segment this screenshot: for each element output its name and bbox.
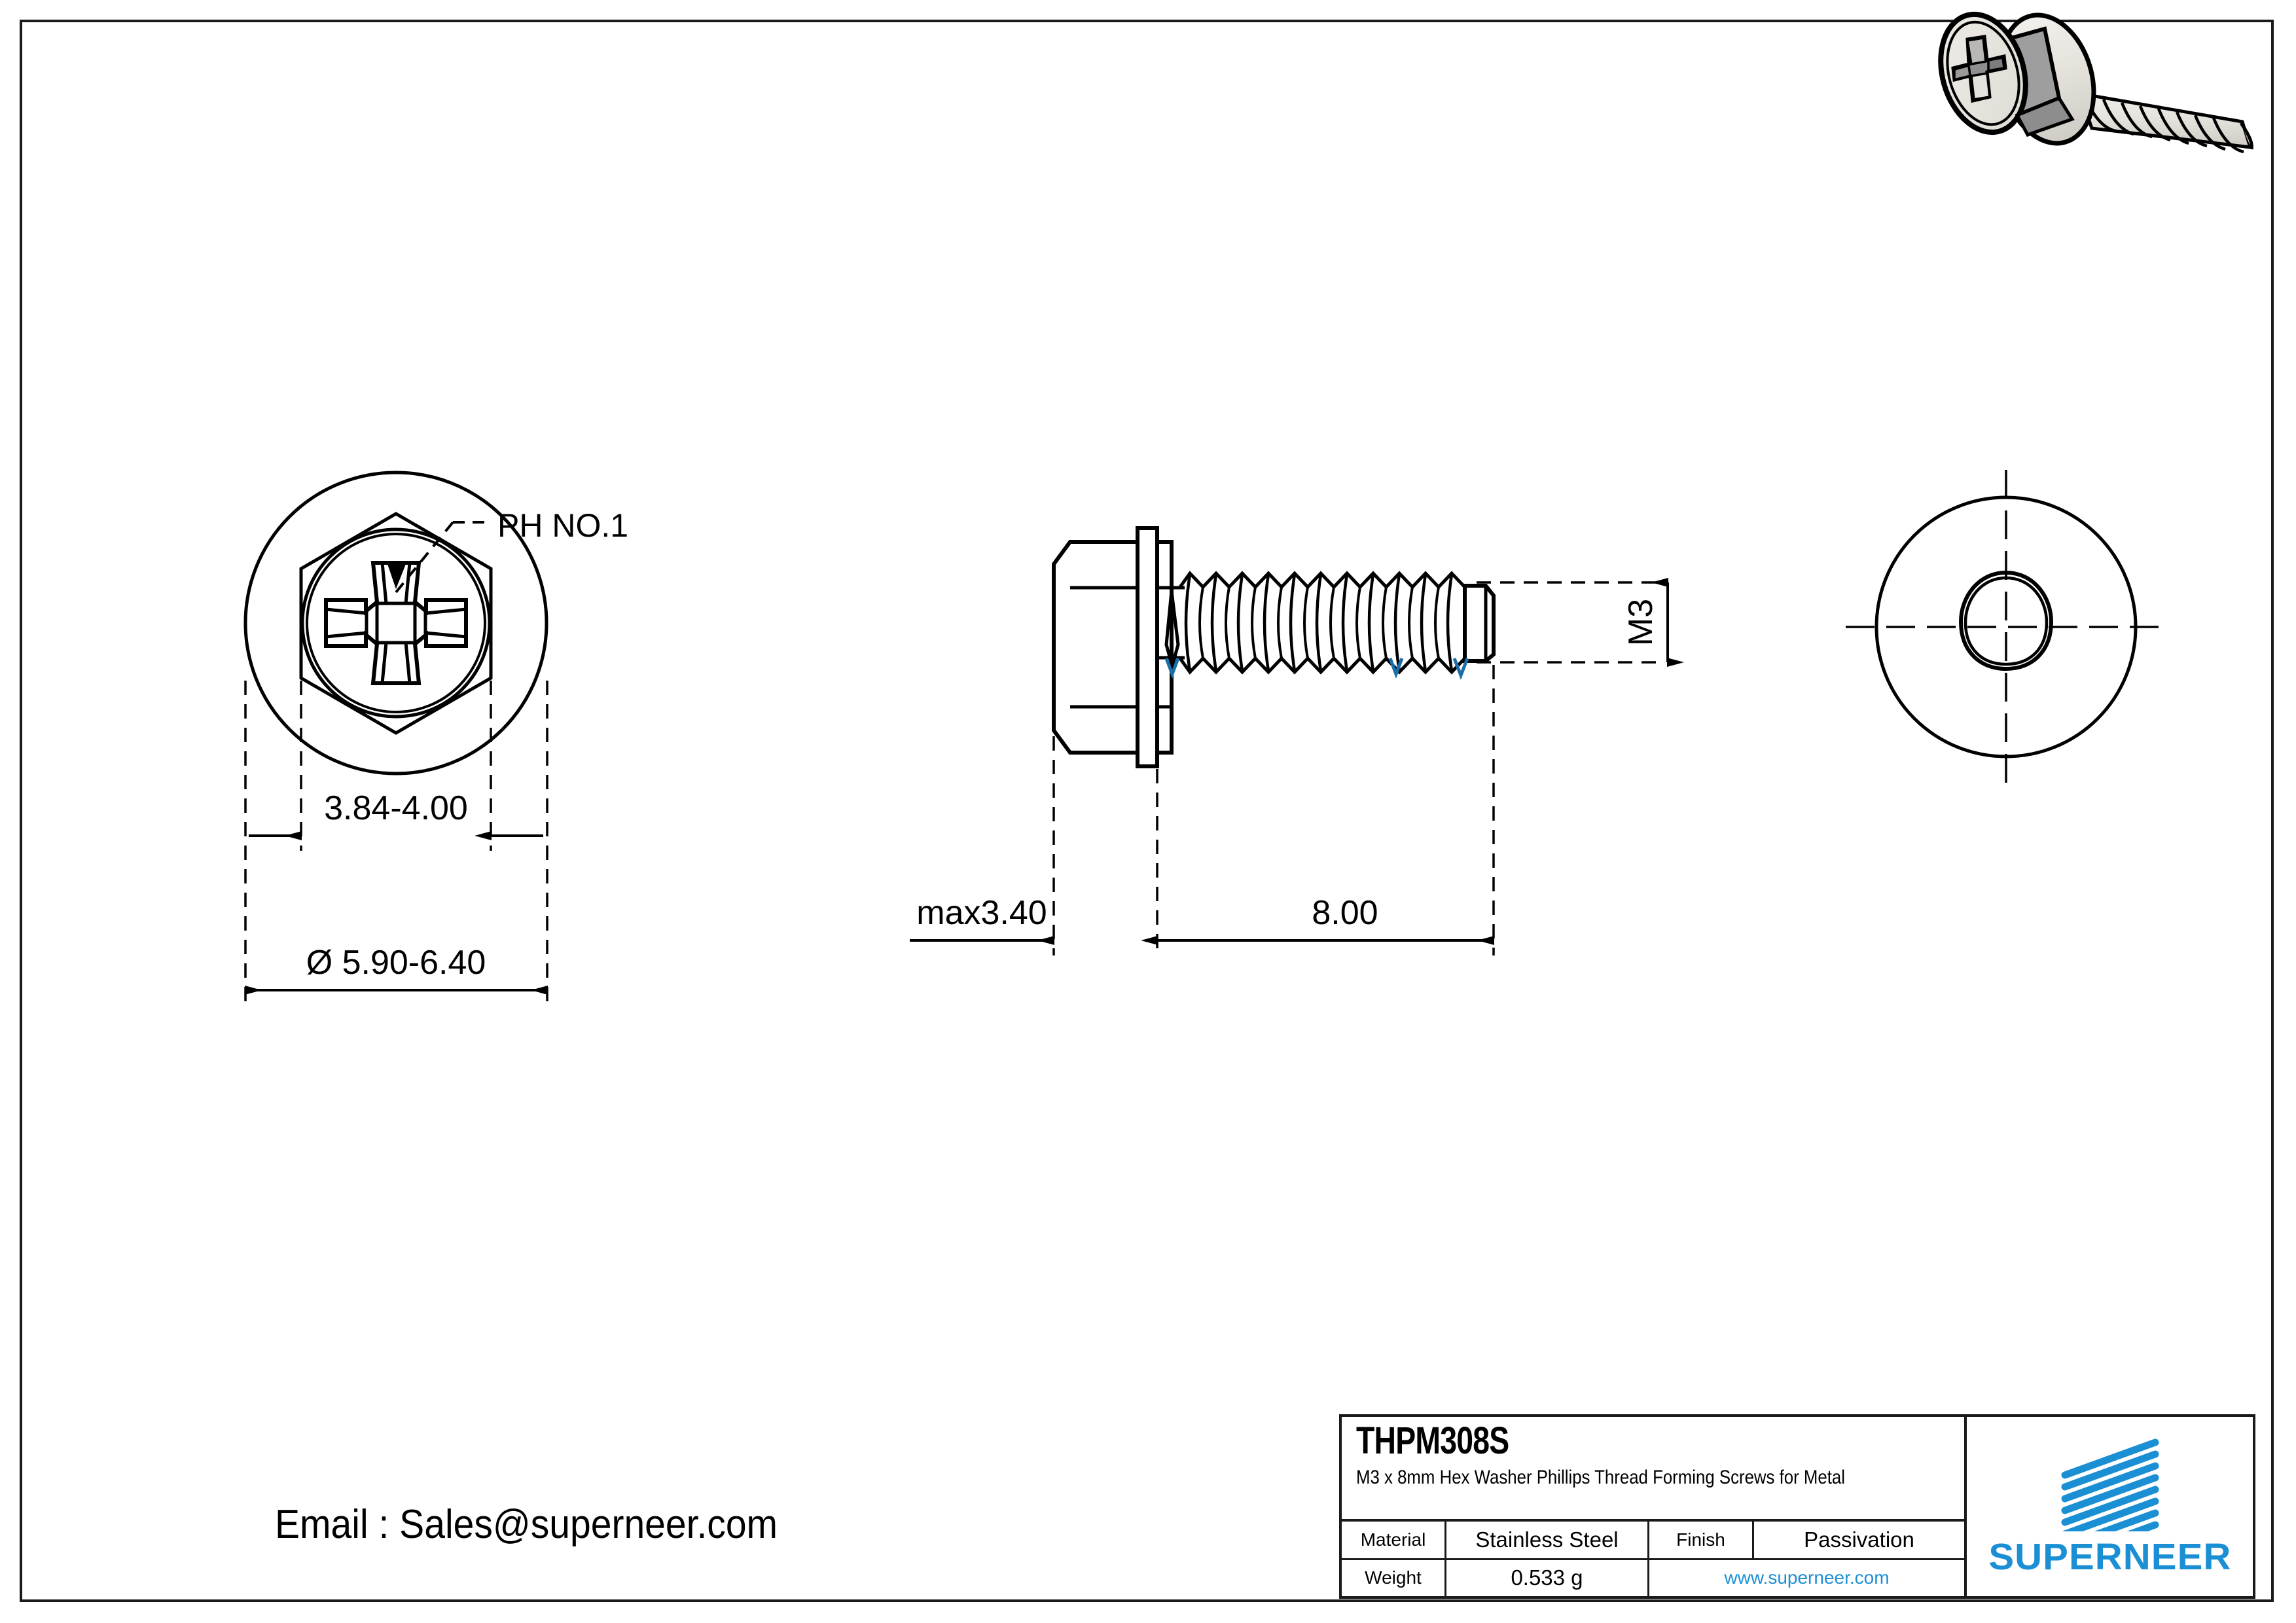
- callout-ph-no1: PH NO.1: [497, 507, 628, 544]
- view-front-head: PH NO.1 3.84-4.00 Ø 5.90-6.40: [243, 471, 628, 1001]
- washer-flange-profile: [1136, 526, 1159, 768]
- dim-thread-size-m3: M3: [1622, 578, 1684, 667]
- website-link[interactable]: www.superneer.com: [1724, 1567, 1890, 1588]
- material-label: Material: [1342, 1522, 1446, 1558]
- dim-text-head-height: max3.40: [916, 894, 1047, 932]
- dim-head-height: max3.40: [910, 894, 1244, 945]
- finish-label: Finish: [1649, 1522, 1754, 1558]
- thread-profile: [1164, 571, 1496, 680]
- dim-text-m3: M3: [1622, 599, 1660, 646]
- superneer-logo-icon: [2061, 1438, 2159, 1531]
- iso-hex-front-inner: [1946, 20, 2020, 126]
- drawing-frame-border: [20, 20, 2274, 1602]
- dim-washer-diameter: Ø 5.90-6.40: [245, 944, 548, 995]
- dim-text-across-flats: 3.84-4.00: [324, 789, 468, 827]
- brand-wordmark: SUPERNEER: [1988, 1536, 2232, 1578]
- title-block-left: THPM308S M3 x 8mm Hex Washer Phillips Th…: [1342, 1417, 1967, 1596]
- title-block: THPM308S M3 x 8mm Hex Washer Phillips Th…: [1339, 1414, 2255, 1599]
- hex-head-outline: [299, 512, 493, 735]
- view-side-elevation: M3 max3.40 8.00: [910, 526, 1684, 955]
- part-description: M3 x 8mm Hex Washer Phillips Thread Form…: [1356, 1467, 1845, 1488]
- title-block-row-weight: Weight 0.533 g www.superneer.com: [1342, 1560, 1964, 1596]
- trilobular-thread-inner: [1964, 576, 2049, 666]
- dim-text-thread-length: 8.00: [1312, 894, 1378, 932]
- weight-value: 0.533 g: [1446, 1560, 1649, 1596]
- head-inscribed-circle-inner: [306, 533, 486, 713]
- email-contact-line: Email : Sales@superneer.com: [275, 1502, 778, 1547]
- dim-thread-length: 8.00: [1157, 894, 1494, 945]
- iso-render-screw: [1938, 11, 2253, 154]
- callout-leader-line: [395, 521, 454, 594]
- title-block-header: THPM308S M3 x 8mm Hex Washer Phillips Th…: [1342, 1417, 1964, 1522]
- title-block-row-material: Material Stainless Steel Finish Passivat…: [1342, 1522, 1964, 1560]
- washer-outer-circle: [243, 471, 548, 776]
- iso-shank-end: [2239, 122, 2253, 150]
- dim-text-washer-diameter: Ø 5.90-6.40: [306, 944, 486, 982]
- part-code: THPM308S: [1356, 1419, 1509, 1462]
- material-value: Stainless Steel: [1446, 1522, 1649, 1558]
- dim-across-flats: 3.84-4.00: [249, 789, 543, 840]
- brand-panel: SUPERNEER: [1967, 1417, 2253, 1596]
- view-end-trilobular: [1846, 470, 2166, 785]
- phillips-recess: [324, 561, 468, 685]
- callout-arrowhead: [387, 564, 406, 589]
- weight-label: Weight: [1342, 1560, 1446, 1596]
- iso-phillips-recess: [1951, 35, 2007, 103]
- iso-head-underside: [2015, 96, 2075, 137]
- finish-value: Passivation: [1804, 1527, 1914, 1552]
- trilobular-thread-outer: [1958, 570, 2054, 671]
- head-inscribed-circle-outer: [300, 527, 492, 719]
